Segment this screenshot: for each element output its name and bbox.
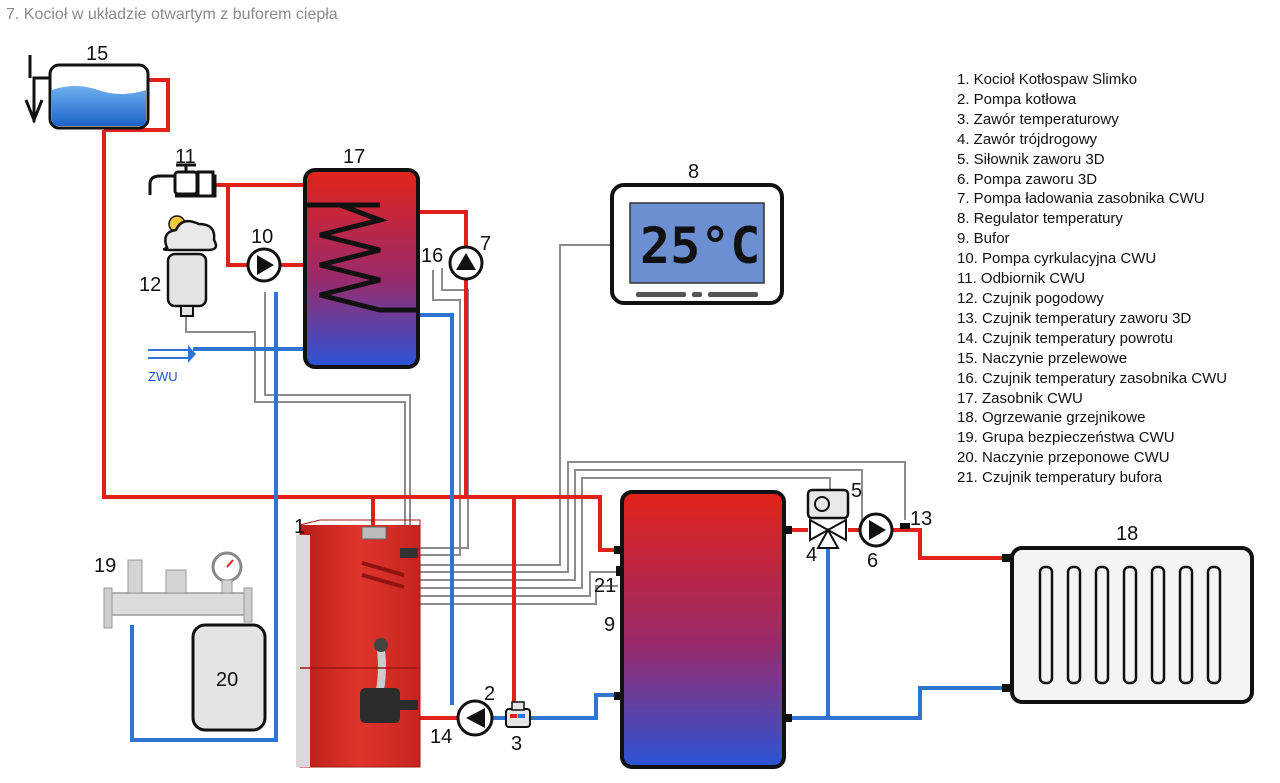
label-16: 16 [421,245,443,267]
label-19: 19 [94,555,116,577]
label-1: 1 [294,516,305,538]
cwu-tank [303,168,420,369]
label-3: 3 [511,733,522,755]
legend-item: 21. Czujnik temperatury bufora [957,469,1163,487]
legend-item: 13. Czujnik temperatury zaworu 3D [957,309,1192,327]
label-8: 8 [688,161,699,183]
boiler [296,519,421,768]
page-title: 7. Kocioł w układzie otwartym z buforem … [6,6,338,23]
label-12: 12 [139,274,161,296]
label-4: 4 [806,544,817,566]
temperature-valve [505,701,531,728]
pump-6 [858,512,894,548]
weather-sensor [162,215,218,317]
legend-item: 17. Zasobnik CWU [957,389,1083,407]
pump-10 [246,247,282,283]
pump-7 [448,245,484,281]
cold-pipes [130,292,1002,742]
legend-item: 3. Zawór temperaturowy [957,110,1119,128]
temperature-controller: 25°C [610,183,784,305]
legend-item: 18. Ogrzewanie grzejnikowe [957,409,1146,427]
legend-item: 20. Naczynie przeponowe CWU [957,449,1170,467]
label-15: 15 [86,43,108,65]
zwu-label: ZWU [148,369,178,384]
legend-item: 7. Pompa ładowania zasobnika CWU [957,190,1205,208]
label-20: 20 [216,669,238,691]
buffer-tank [614,490,792,769]
label-18: 18 [1116,523,1138,545]
label-7: 7 [480,233,491,255]
label-9: 9 [604,614,615,636]
hot-water-tap [148,163,217,198]
legend-item: 14. Czujnik temperatury powrotu [957,329,1173,347]
pump-2 [456,699,494,737]
label-10: 10 [251,226,273,248]
legend-item: 12. Czujnik pogodowy [957,289,1104,307]
label-11: 11 [175,146,196,168]
legend-item: 16. Czujnik temperatury zasobnika CWU [957,369,1228,387]
label-21: 21 [594,575,616,597]
legend-item: 11. Odbiornik CWU [957,270,1086,288]
expansion-vessel [191,623,267,732]
legend-item: 1. Kocioł Kotłospaw Slimko [957,71,1138,88]
three-way-valve [806,488,850,549]
radiator [1002,546,1254,704]
legend-item: 5. Siłownik zaworu 3D [957,150,1105,168]
legend-item: 19. Grupa bezpieczeństwa CWU [957,429,1175,447]
label-5: 5 [851,480,862,502]
label-13: 13 [910,508,932,530]
legend-item: 10. Pompa cyrkulacyjna CWU [957,250,1157,268]
display-temp: 25°C [640,217,760,275]
zwu-inlet: ZWU [148,345,196,384]
overflow-vessel [24,55,150,130]
legend-item: 6. Pompa zaworu 3D [957,170,1098,188]
hot-pipes [102,78,1002,720]
safety-group [103,551,253,629]
legend-item: 9. Bufor [957,230,1010,248]
sensor-13 [900,523,910,529]
legend-item: 2. Pompa kotłowa [957,90,1077,108]
label-2: 2 [484,683,495,705]
legend-item: 15. Naczynie przelewowe [957,349,1128,367]
label-17: 17 [343,146,365,168]
legend-item: 8. Regulator temperatury [957,210,1123,228]
legend-list: 1. Kocioł Kotłospaw Slimko 2. Pompa kotł… [957,70,1227,488]
legend-item: 4. Zawór trójdrogowy [957,130,1098,148]
label-14: 14 [430,726,452,748]
signal-wires [185,244,906,605]
label-6: 6 [867,550,878,572]
